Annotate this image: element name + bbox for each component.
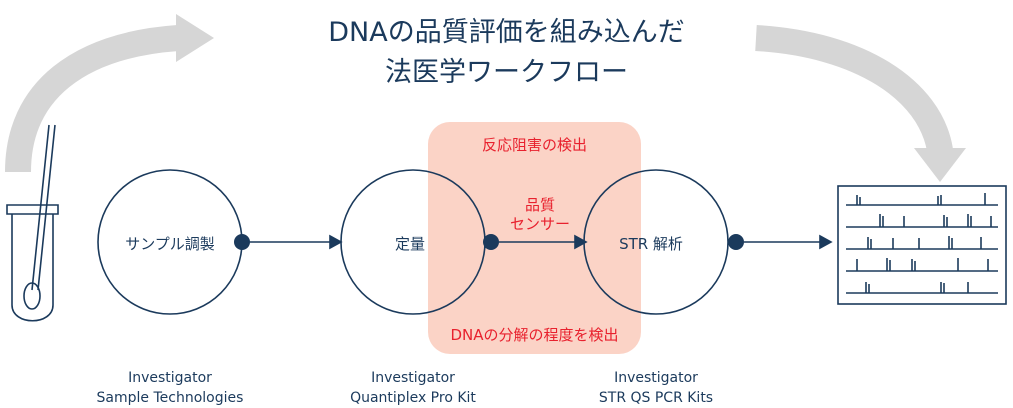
product-quantiplex: Investigator Quantiplex Pro Kit xyxy=(313,368,513,408)
left-arc-arrowhead xyxy=(176,14,214,62)
product-str-qs-pcr: Investigator STR QS PCR Kits xyxy=(556,368,756,408)
connector-dot xyxy=(728,234,744,250)
right-arc-arrowhead xyxy=(914,148,966,182)
product-name: STR QS PCR Kits xyxy=(598,390,714,406)
quality-sensor-label: 品質 センサー xyxy=(498,196,582,234)
left-arc xyxy=(5,25,179,173)
degradation-detection-label: DNAの分解の程度を検出 xyxy=(450,326,619,344)
quality-sensor-line1: 品質 xyxy=(524,196,555,214)
product-name: Quantiplex Pro Kit xyxy=(350,390,476,406)
product-brand: Investigator xyxy=(614,370,698,386)
step-label-quantification: 定量 xyxy=(394,235,425,253)
diagram-title-line1: DNAの品質評価を組み込んだ xyxy=(328,17,685,48)
electropherogram-icon xyxy=(837,185,1007,305)
step-label-sample-prep: サンプル調製 xyxy=(125,235,215,253)
product-brand: Investigator xyxy=(371,370,455,386)
connector-dot xyxy=(483,234,499,250)
quality-sensor-highlight xyxy=(428,122,641,354)
inhibition-detection-label: 反応阻害の検出 xyxy=(481,136,587,154)
right-arc xyxy=(755,25,953,153)
diagram-title-line2: 法医学ワークフロー xyxy=(385,57,628,88)
arrow-head xyxy=(574,234,588,250)
step-label-str-analysis: STR 解析 xyxy=(619,235,683,253)
sample-tube-icon xyxy=(6,124,59,322)
quality-sensor-line2: センサー xyxy=(509,215,570,233)
product-brand: Investigator xyxy=(128,370,212,386)
product-sample-technologies: Investigator Sample Technologies xyxy=(70,368,270,408)
product-name: Sample Technologies xyxy=(96,390,244,406)
arrow-head xyxy=(819,234,833,250)
connector-dot xyxy=(234,234,250,250)
arrow-head xyxy=(329,234,343,250)
